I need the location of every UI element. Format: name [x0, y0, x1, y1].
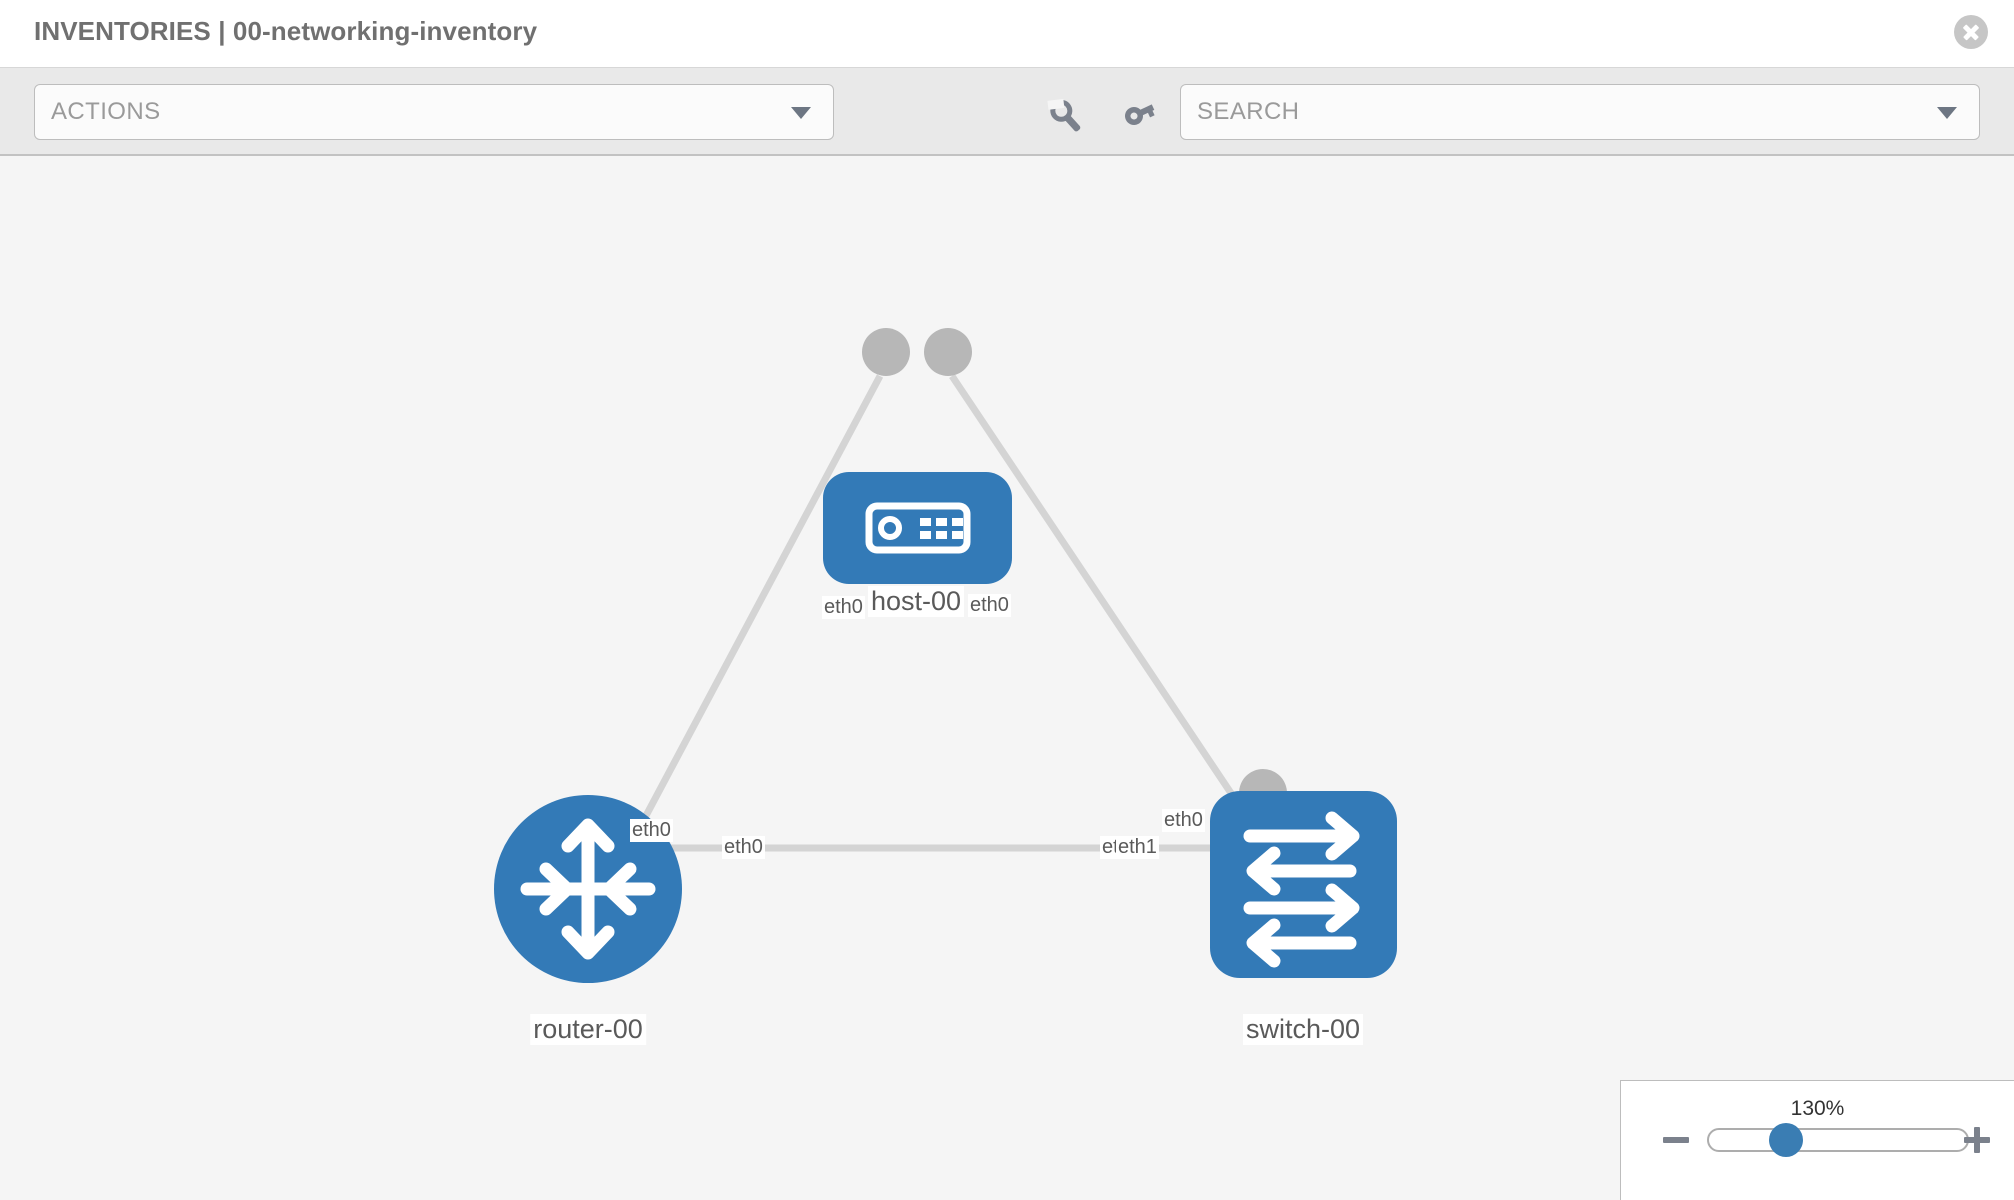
four-way-arrow-icon — [520, 818, 656, 960]
page-title: INVENTORIES | 00-networking-inventory — [34, 16, 538, 46]
zoom-slider-thumb[interactable] — [1769, 1123, 1803, 1157]
edge-label: eth0 — [1162, 809, 1205, 832]
connector-host-right — [924, 328, 972, 376]
topology-graph — [494, 328, 1397, 983]
edge-label: eth0 — [968, 594, 1011, 617]
zoom-slider-track[interactable] — [1707, 1128, 1969, 1152]
edge-label: eth0 — [822, 596, 865, 619]
node-label-host-00: host-00 — [867, 586, 965, 617]
edge-label: eth1 — [1116, 836, 1159, 859]
actions-dropdown-label: ACTIONS — [51, 98, 161, 125]
chevron-down-icon — [1937, 107, 1957, 119]
switch-arrows-icon — [1243, 811, 1360, 968]
key-icon[interactable] — [1112, 96, 1156, 136]
topology-canvas[interactable]: eth0 eth0 eth0 eth0 eth0 eth eth1 host-0… — [0, 156, 2014, 1200]
connector-host-left — [862, 328, 910, 376]
node-host-00[interactable] — [823, 472, 1012, 584]
zoom-in-button[interactable] — [1962, 1125, 1992, 1155]
node-switch-00[interactable] — [1210, 791, 1397, 978]
page-header: INVENTORIES | 00-networking-inventory — [0, 0, 2014, 68]
toolbar: ACTIONS SEARCH — [0, 68, 2014, 156]
zoom-out-button[interactable] — [1661, 1125, 1691, 1155]
search-input[interactable]: SEARCH — [1180, 84, 1980, 140]
node-label-switch-00: switch-00 — [1242, 1014, 1364, 1045]
node-router-00[interactable] — [494, 795, 682, 983]
chevron-down-icon — [791, 107, 811, 119]
edge-label: eth0 — [630, 819, 673, 842]
edge-host-switch — [949, 374, 1268, 846]
wrench-icon[interactable] — [1044, 96, 1088, 136]
edge-router-host — [628, 374, 884, 844]
search-placeholder: SEARCH — [1197, 98, 1300, 125]
server-icon — [865, 502, 971, 554]
close-icon[interactable] — [1954, 15, 1988, 49]
actions-dropdown[interactable]: ACTIONS — [34, 84, 834, 140]
zoom-control-panel: 130% — [1620, 1080, 2014, 1200]
node-label-router-00: router-00 — [530, 1014, 646, 1045]
zoom-level-label: 130% — [1790, 1097, 1845, 1120]
edge-label: eth0 — [722, 836, 765, 859]
